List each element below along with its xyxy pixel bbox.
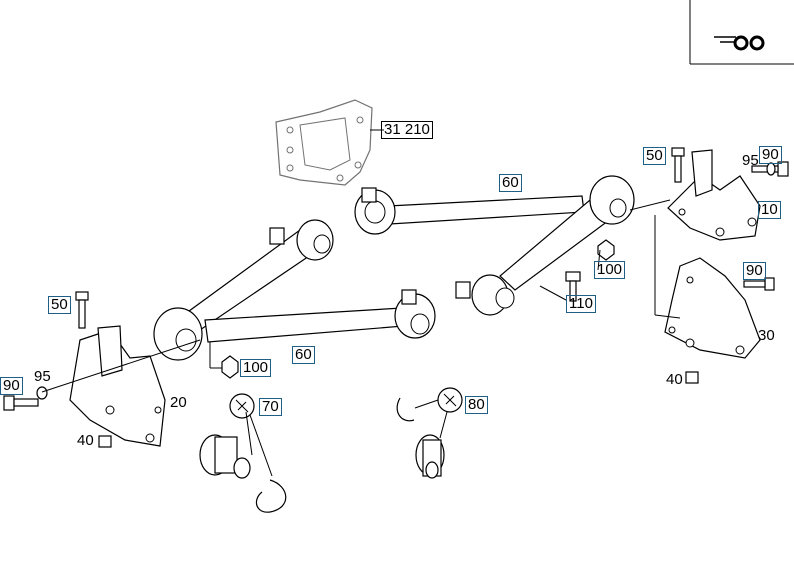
callout-90-right-mid[interactable]: 90 (743, 262, 766, 280)
nut-100-left (221, 355, 239, 379)
callout-110[interactable]: 110 (566, 295, 596, 313)
label-95-left: 95 (34, 368, 51, 385)
callout-50-left[interactable]: 50 (48, 296, 71, 314)
corner-symbol-box (689, 0, 794, 65)
bracket-31210 (275, 99, 373, 186)
callout-50-right[interactable]: 50 (643, 147, 666, 165)
leader-100-right (597, 249, 601, 271)
bolt-90-left (3, 395, 39, 411)
label-40-left: 40 (77, 432, 94, 449)
washer-95-left (36, 386, 48, 400)
callout-31210[interactable]: 31 210 (381, 121, 433, 139)
callout-90-right-top[interactable]: 90 (759, 146, 782, 164)
control-arm-upper-right (354, 175, 635, 316)
leader-axis-right-2 (654, 314, 681, 319)
control-arm-lower-left (153, 219, 436, 361)
bolt-110 (565, 271, 581, 302)
bushing-assembly-80 (396, 387, 463, 479)
bracket-30 (664, 257, 761, 359)
bolt-50-right (671, 147, 685, 183)
label-30: 30 (758, 327, 775, 344)
bushing-assembly-70 (199, 393, 287, 513)
leader-axis-left (41, 339, 201, 393)
bolt-90-right-mid (743, 277, 775, 291)
bolt-90-right-top (751, 161, 789, 177)
bolt-50-left (75, 291, 89, 329)
callout-70[interactable]: 70 (259, 398, 282, 416)
leader-110 (539, 285, 567, 301)
callout-10[interactable]: 10 (758, 201, 781, 219)
axle-wheels-icon (733, 35, 765, 51)
bracket-20 (69, 325, 166, 447)
label-95-right: 95 (742, 152, 759, 169)
leader-bracket-10 (629, 199, 671, 211)
label-40-right: 40 (666, 371, 683, 388)
bracket-10 (667, 149, 761, 241)
label-20: 20 (170, 394, 187, 411)
bushing-40-left (98, 435, 112, 448)
callout-100-right[interactable]: 100 (594, 261, 626, 279)
callout-60-bottom[interactable]: 60 (292, 346, 315, 364)
callout-90-left[interactable]: 90 (0, 377, 23, 395)
nut-100-right (597, 239, 615, 261)
bushing-40-right (685, 371, 699, 384)
callout-80[interactable]: 80 (465, 396, 488, 414)
callout-60-top[interactable]: 60 (499, 174, 522, 192)
callout-100-left[interactable]: 100 (240, 359, 272, 377)
